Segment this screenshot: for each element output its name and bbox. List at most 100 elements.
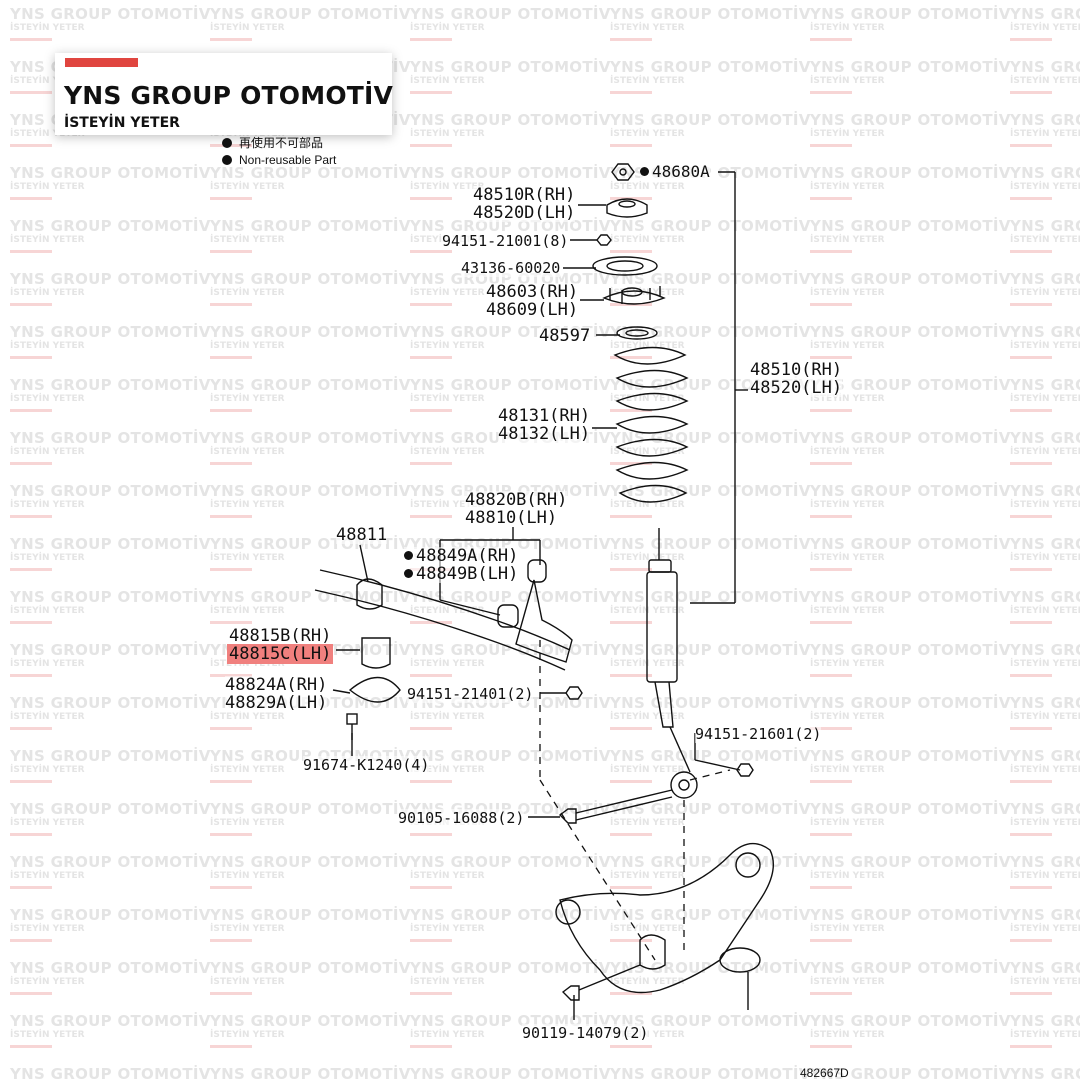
part-label-94151-21001: 94151-21001(8) xyxy=(442,232,569,250)
brand-logo: YNS GROUP OTOMOTİV İSTEYİN YETER xyxy=(55,53,394,135)
part-label-48131: 48131(RH) xyxy=(498,406,591,426)
part-label-48603: 48603(RH) xyxy=(486,282,579,302)
non-reusable-dot-icon xyxy=(404,569,413,578)
part-label-48815b: 48815B(RH) xyxy=(229,626,332,646)
part-label-48815c-highlighted: 48815C(LH) xyxy=(227,644,334,664)
part-label-48829a: 48829A(LH) xyxy=(225,693,328,713)
part-label-48510r: 48510R(RH) xyxy=(473,185,576,205)
part-label-91674-k1240: 91674-K1240(4) xyxy=(303,756,430,774)
part-label-48811: 48811 xyxy=(336,525,388,545)
diagram-code: 482667D xyxy=(800,1066,849,1080)
legend-text-jp: 再使用不可部品 xyxy=(239,136,324,150)
brand-subtitle: İSTEYİN YETER xyxy=(64,115,180,131)
highlight-marker: 48815C(LH) xyxy=(227,644,334,664)
part-label-48680a: 48680A xyxy=(640,163,710,181)
legend: 再使用不可部品 Non-reusable Part xyxy=(222,134,336,168)
non-reusable-dot-icon xyxy=(404,551,413,560)
part-label-94151-21401: 94151-21401(2) xyxy=(407,685,534,703)
brand-title: YNS GROUP OTOMOTİV xyxy=(64,81,394,110)
legend-text-en: Non-reusable Part xyxy=(239,152,337,167)
part-label-48520d: 48520D(LH) xyxy=(473,203,576,223)
legend-item: 再使用不可部品 xyxy=(222,134,336,151)
filled-dot-icon xyxy=(222,137,232,148)
part-label-48820b: 48820B(RH) xyxy=(465,490,568,510)
non-reusable-dot-icon xyxy=(640,167,649,176)
part-label-48510: 48510(RH) xyxy=(750,360,843,380)
part-label-94151-21601: 94151-21601(2) xyxy=(695,725,822,743)
